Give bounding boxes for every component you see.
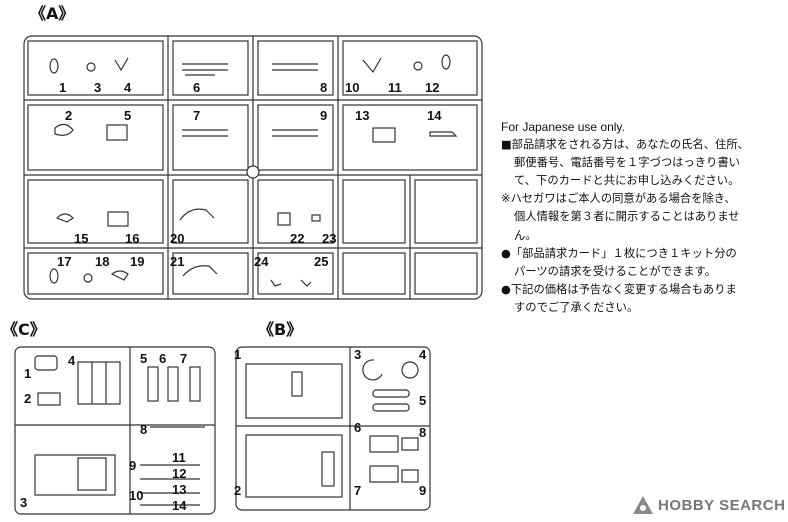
part-number: 8 [140,422,147,437]
part-number: 4 [419,347,427,362]
part-number: 21 [170,254,184,269]
part-number: 2 [65,108,72,123]
part-number: 9 [419,483,426,498]
part-number: 23 [322,231,336,246]
part-number: 7 [180,351,187,366]
part-number: 4 [124,80,132,95]
notes-line: パーツの請求を受けることができます。 [514,264,716,278]
part-number: 2 [24,391,31,406]
watermark: HOBBY SEARCH [632,492,785,518]
part-number: 6 [193,80,200,95]
part-number: 25 [314,254,328,269]
notes-line: ※ハセガワはご本人の同意がある場合を除き、 [501,192,736,206]
part-number: 3 [94,80,101,95]
part-number: 8 [419,425,426,440]
part-number: 9 [129,458,136,473]
notes-line: て、下のカードと共にお申し込みください。 [514,174,740,188]
notes-heading: For Japanese use only. [501,120,625,134]
part-number: 3 [20,495,27,510]
frame-b-part-numbers: 1 2 3 4 5 6 7 8 9 [234,347,427,498]
part-number: 13 [355,108,369,123]
part-number: 17 [57,254,71,269]
part-number: 10 [129,488,143,503]
notes-line: 郵便番号、電話番号を１字づつはっきり書い [514,156,740,170]
part-number: 24 [254,254,269,269]
part-number: 1 [234,347,241,362]
notes-line: 個人情報を第３者に開示することはありませ [514,210,740,224]
frame-c-part-numbers: 1 2 3 4 5 6 7 8 9 10 11 12 13 14 [20,351,187,513]
part-number: 18 [95,254,109,269]
part-number: 12 [172,466,186,481]
part-number: 3 [354,347,361,362]
part-number: 16 [125,231,139,246]
part-number: 14 [172,498,187,513]
notes-line: ん。 [514,228,537,242]
part-number: 7 [354,483,361,498]
part-number: 20 [170,231,184,246]
frame-c-label: 《C》 [2,320,46,339]
part-number: 11 [388,80,402,95]
part-number: 15 [74,231,88,246]
part-number: 12 [425,80,439,95]
part-number: 1 [24,366,31,381]
notes-line: すのでご了承ください。 [514,300,639,314]
part-number: 5 [124,108,131,123]
frame-c-sprue [14,346,216,515]
hobby-search-logo-icon [633,496,653,514]
part-number: 5 [140,351,147,366]
part-number: 9 [320,108,327,123]
part-number: 14 [427,108,442,123]
part-number: 11 [172,450,186,465]
part-number: 4 [68,353,76,368]
part-number: 1 [59,80,66,95]
frame-b-label: 《B》 [258,320,302,339]
part-number: 7 [193,108,200,123]
part-number: 22 [290,231,304,246]
part-number: 5 [419,393,426,408]
frame-a-label: 《A》 [30,4,74,23]
part-number: 10 [345,80,359,95]
part-number: 6 [159,351,166,366]
watermark-text: HOBBY SEARCH [658,496,786,514]
part-number: 6 [354,420,361,435]
part-number: 8 [320,80,327,95]
frame-a-sprue [23,35,483,300]
part-number: 13 [172,482,186,497]
notes-line: ●「部品請求カード」１枚につき１キット分の [501,246,737,260]
notes-line: ●下記の価格は予告なく変更する場合もありま [501,282,737,296]
part-number: 19 [130,254,144,269]
notes-line: ■部品請求をされる方は、あなたの氏名、住所、 [501,138,749,152]
frame-a-part-numbers: 1 2 3 4 5 6 7 8 9 10 11 12 13 14 15 16 1… [57,80,442,269]
frame-b-sprue [235,346,431,511]
part-number: 2 [234,483,241,498]
parts-request-notes: For Japanese use only. ■部品請求をされる方は、あなたの氏… [501,118,786,317]
